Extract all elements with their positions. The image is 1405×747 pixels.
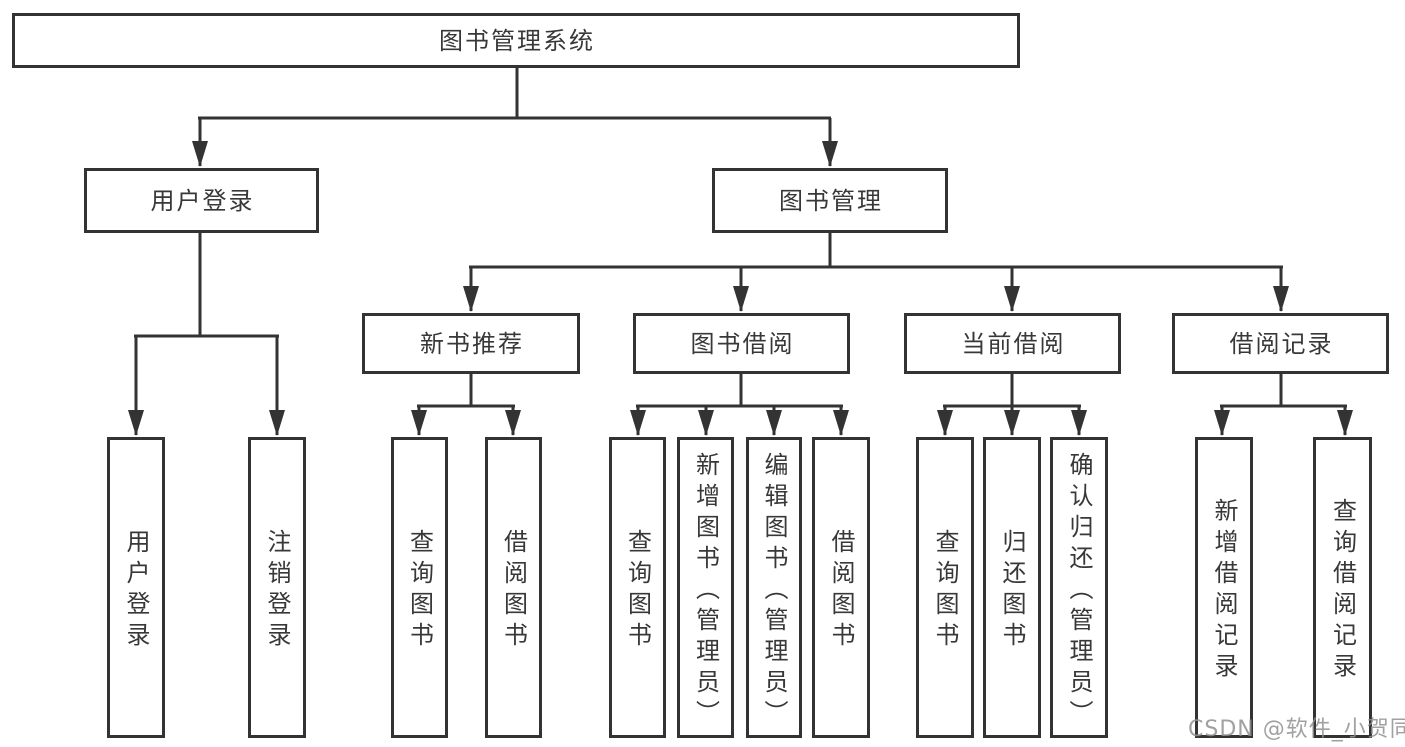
node-user-login: 用户登录 <box>84 168 319 233</box>
leaf-logout: 注销登录 <box>248 437 306 738</box>
connector-trunks <box>134 68 1347 408</box>
node-borrow-record: 借阅记录 <box>1172 313 1389 374</box>
node-current-borrow: 当前借阅 <box>904 313 1121 374</box>
node-book-management: 图书管理 <box>712 168 948 233</box>
leaf-newrec-borrow-book: 借阅图书 <box>485 437 542 738</box>
leaf-current-confirm-return-admin: 确认归还（管理员） <box>1050 437 1108 738</box>
node-book-borrow: 图书借阅 <box>633 313 850 374</box>
leaf-user-login: 用户登录 <box>107 437 165 738</box>
leaf-record-query-record: 查询借阅记录 <box>1313 437 1372 738</box>
csdn-watermark: CSDN @软件_小贺同学 <box>1188 717 1405 742</box>
connector-arrows <box>128 118 1353 436</box>
leaf-record-add-record: 新增借阅记录 <box>1195 437 1253 738</box>
node-root: 图书管理系统 <box>12 13 1020 68</box>
leaf-borrow-borrow-book: 借阅图书 <box>812 437 870 738</box>
leaf-current-return-book: 归还图书 <box>983 437 1041 738</box>
leaf-borrow-query-book: 查询图书 <box>609 437 666 738</box>
leaf-current-query-book: 查询图书 <box>916 437 974 738</box>
leaf-borrow-add-book-admin: 新增图书（管理员） <box>677 437 734 738</box>
leaf-borrow-edit-book-admin: 编辑图书（管理员） <box>746 437 802 738</box>
leaf-newrec-query-book: 查询图书 <box>391 437 448 738</box>
node-new-book-recommend: 新书推荐 <box>362 313 580 374</box>
